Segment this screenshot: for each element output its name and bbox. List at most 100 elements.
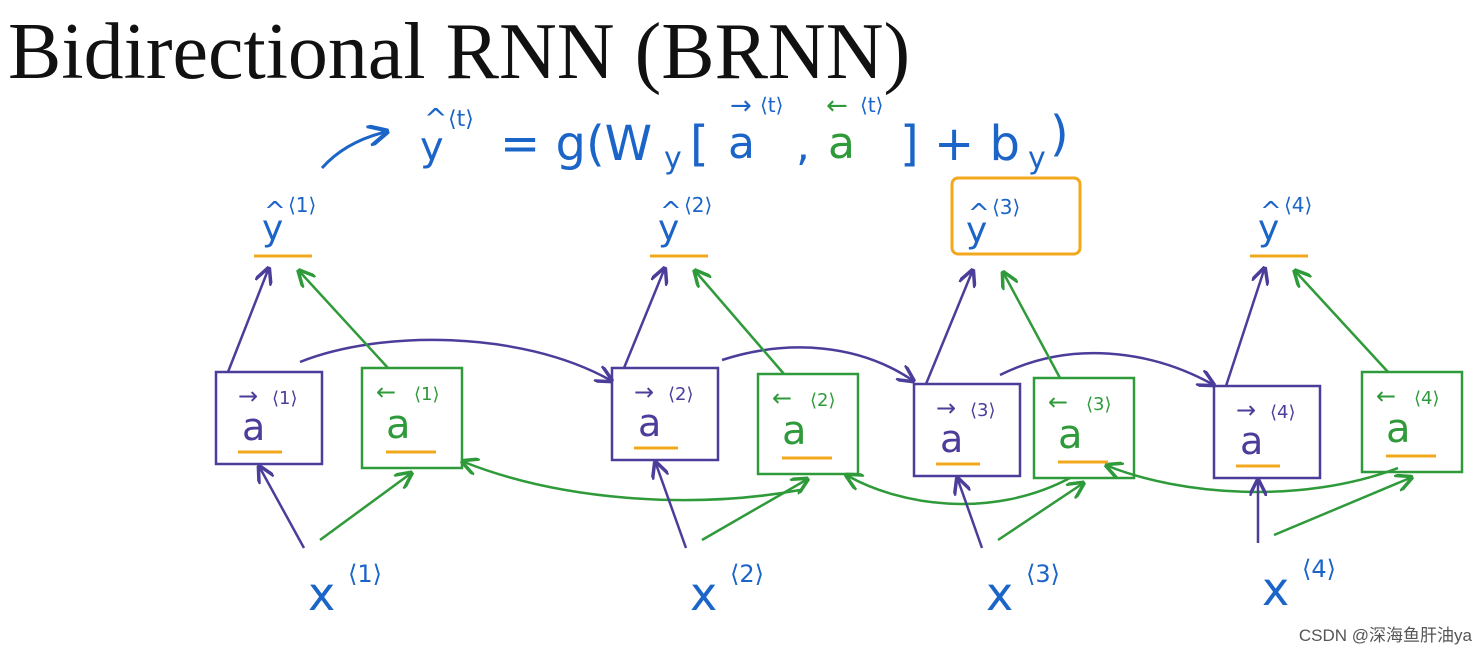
formula-open-bracket: [: [690, 116, 709, 172]
page-title: Bidirectional RNN (BRNN): [8, 8, 911, 96]
forward-activation-box-3: [912, 382, 1022, 478]
input-sup-2: ⟨2⟩: [730, 560, 764, 588]
backward-to-output-arrow-1: [300, 272, 389, 369]
formula-t-superscript: ⟨t⟩: [448, 107, 474, 132]
forward-activation-sup-3: ⟨3⟩: [970, 400, 996, 421]
watermark: CSDN @深海鱼肝油ya: [1298, 626, 1472, 645]
y-hat-caret-4: ^: [1260, 197, 1282, 227]
forward-activation-sup-2: ⟨2⟩: [668, 384, 694, 405]
timestep-2: →a⟨2⟩←a⟨2⟩^y⟨2⟩x⟨2⟩: [610, 193, 860, 621]
backward-to-output-arrow-3: [1004, 274, 1062, 379]
backward-activation-sup-4: ⟨4⟩: [1414, 388, 1440, 409]
forward-activation-label-2: a: [638, 401, 661, 445]
forward-arrow-icon: →: [1236, 396, 1256, 424]
formula-close-paren: ): [1050, 106, 1069, 162]
timestep-1: →a⟨1⟩←a⟨1⟩^y⟨1⟩x⟨1⟩: [214, 193, 464, 621]
forward-arrow-icon: →: [238, 382, 258, 410]
backward-activation-box-2: [756, 372, 860, 476]
backward-link-2-1: [464, 462, 801, 502]
forward-to-output-arrow-1: [226, 270, 268, 373]
forward-arrow-icon: →: [936, 394, 956, 422]
output-sup-4: ⟨4⟩: [1284, 193, 1312, 217]
formula-pointer-arrow: [320, 132, 385, 169]
y-hat-caret-3: ^: [968, 199, 990, 229]
formula-a-fwd: a: [728, 118, 755, 169]
output-formula: ^ y ⟨t⟩ = g(W y [ → a ⟨t⟩ , ← a ⟨t⟩ ] + …: [320, 91, 1069, 176]
formula-fwd-arrow: →: [730, 91, 752, 121]
input-sup-4: ⟨4⟩: [1302, 555, 1336, 583]
backward-activation-sup-3: ⟨3⟩: [1086, 394, 1112, 415]
formula-wy-subscript: y: [664, 141, 682, 176]
formula-y-hat: ^: [424, 102, 447, 135]
backward-to-output-arrow-2: [696, 272, 785, 375]
output-label-2: y: [658, 208, 679, 249]
formula-bwd-arrow: ←: [826, 91, 848, 121]
backward-arrow-icon: ←: [376, 378, 396, 406]
forward-connections: [299, 338, 1212, 384]
backward-activation-sup-2: ⟨2⟩: [810, 390, 836, 411]
output-label-4: y: [1258, 208, 1279, 249]
input-to-backward-arrow-2: [701, 480, 806, 542]
forward-arrow-icon: →: [634, 378, 654, 406]
forward-activation-label-1: a: [242, 405, 265, 449]
backward-arrow-icon: ←: [1048, 388, 1068, 416]
forward-activation-label-3: a: [940, 417, 963, 461]
backward-activation-box-4: [1360, 370, 1464, 474]
backward-activation-label-1: a: [386, 402, 411, 448]
output-sup-1: ⟨1⟩: [288, 193, 316, 217]
formula-a-bwd-sup: ⟨t⟩: [860, 93, 883, 117]
input-label-4: x: [1262, 562, 1289, 616]
forward-activation-box-1: [214, 370, 324, 466]
input-to-backward-arrow-4: [1273, 478, 1410, 537]
backward-arrow-icon: ←: [1376, 382, 1396, 410]
forward-activation-sup-1: ⟨1⟩: [272, 388, 298, 409]
backward-link-4-3: [1108, 466, 1399, 494]
input-to-forward-arrow-1: [260, 468, 306, 549]
formula-a-bwd: a: [828, 118, 855, 169]
forward-to-output-arrow-3: [924, 272, 972, 385]
output-label-3: y: [966, 210, 987, 251]
input-to-backward-arrow-1: [319, 474, 410, 542]
y-hat-caret-2: ^: [660, 197, 682, 227]
input-to-backward-arrow-3: [997, 484, 1082, 542]
forward-activation-label-4: a: [1240, 419, 1263, 463]
backward-activation-box-1: [360, 366, 464, 470]
forward-activation-box-2: [610, 366, 720, 462]
forward-link-1-2: [299, 338, 610, 380]
input-label-3: x: [986, 567, 1013, 621]
backward-activation-label-4: a: [1386, 406, 1411, 452]
backward-connections: [464, 462, 1399, 506]
formula-by-subscript: y: [1028, 141, 1046, 176]
backward-to-output-arrow-4: [1296, 272, 1389, 373]
input-label-2: x: [690, 567, 717, 621]
backward-activation-label-3: a: [1058, 412, 1083, 458]
input-to-forward-arrow-2: [656, 464, 688, 549]
forward-link-3-4: [999, 351, 1212, 384]
forward-to-output-arrow-4: [1224, 270, 1264, 387]
output-label-1: y: [262, 208, 283, 249]
output-sup-3: ⟨3⟩: [992, 195, 1020, 219]
input-sup-3: ⟨3⟩: [1026, 560, 1060, 588]
forward-activation-sup-4: ⟨4⟩: [1270, 402, 1296, 423]
timestep-4: →a⟨4⟩←a⟨4⟩^y⟨4⟩x⟨4⟩: [1212, 193, 1464, 616]
forward-to-output-arrow-2: [622, 270, 664, 369]
backward-activation-box-3: [1032, 376, 1136, 480]
formula-a-fwd-sup: ⟨t⟩: [760, 93, 783, 117]
input-sup-1: ⟨1⟩: [348, 560, 382, 588]
formula-comma: ,: [796, 120, 810, 171]
input-to-forward-arrow-3: [958, 480, 984, 549]
formula-eq-g: = g(W: [500, 116, 652, 172]
timestep-3: →a⟨3⟩←a⟨3⟩^y⟨3⟩x⟨3⟩: [912, 195, 1136, 621]
forward-activation-box-4: [1212, 384, 1322, 480]
formula-close-b: ] + b: [900, 116, 1020, 172]
input-label-1: x: [308, 567, 335, 621]
output-sup-2: ⟨2⟩: [684, 193, 712, 217]
backward-link-3-2: [848, 476, 1071, 506]
backward-activation-sup-1: ⟨1⟩: [414, 384, 440, 405]
backward-activation-label-2: a: [782, 408, 807, 454]
y-hat-caret-1: ^: [264, 197, 286, 227]
forward-link-2-3: [721, 346, 912, 380]
formula-y: y: [420, 124, 444, 170]
